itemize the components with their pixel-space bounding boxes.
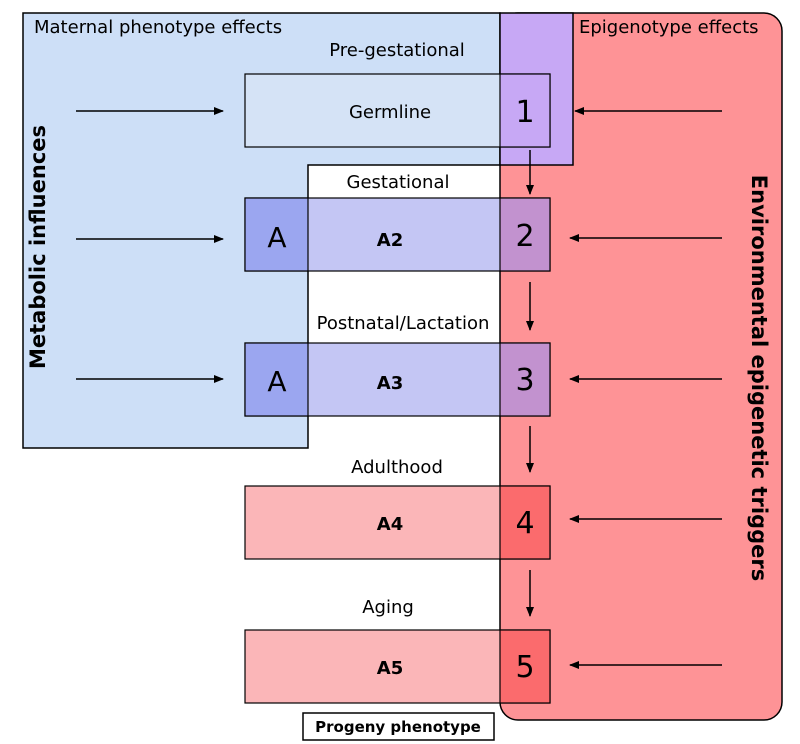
marker-box-2	[244, 197, 309, 272]
aging-label: A5	[377, 658, 403, 679]
stage-number-4: 4	[515, 506, 534, 541]
stage-number-box-1	[499, 73, 551, 148]
stage-number-3: 3	[515, 363, 534, 398]
maternal-region-title: Maternal phenotype effects	[34, 17, 282, 38]
stage-number-box-3	[499, 342, 551, 417]
metabolic-influences-label: Metabolic influences	[26, 125, 50, 369]
stage-number-1: 1	[515, 95, 534, 130]
marker-box-3	[244, 342, 309, 417]
progeny-phenotype-label: Progeny phenotype	[315, 718, 481, 736]
progeny-phenotype-box	[302, 712, 495, 741]
stage-number-box-5	[499, 629, 551, 704]
aging-box	[244, 629, 551, 704]
stage-heading-postnatal: Postnatal/Lactation	[317, 313, 490, 334]
environmental-triggers-label: Environmental epigenetic triggers	[747, 175, 771, 581]
gestational-label: A2	[377, 230, 403, 251]
stage-number-box-4	[499, 485, 551, 560]
stage-number-5: 5	[515, 650, 534, 685]
marker-a-3: A	[267, 365, 286, 398]
stage-number-2: 2	[515, 219, 534, 254]
stage-heading-aging: Aging	[362, 597, 414, 618]
adulthood-box	[244, 485, 551, 560]
stage-heading-pregestational: Pre-gestational	[329, 40, 465, 61]
postnatal-label: A3	[377, 373, 403, 394]
germline-box	[244, 73, 551, 148]
epigenotype-region-title: Epigenotype effects	[579, 17, 759, 38]
stage-heading-gestational: Gestational	[347, 172, 450, 193]
marker-a-2: A	[267, 221, 286, 254]
stage-number-box-2	[499, 197, 551, 272]
germline-label: Germline	[349, 102, 431, 123]
stage-heading-adulthood: Adulthood	[351, 457, 443, 478]
adulthood-label: A4	[377, 514, 403, 535]
